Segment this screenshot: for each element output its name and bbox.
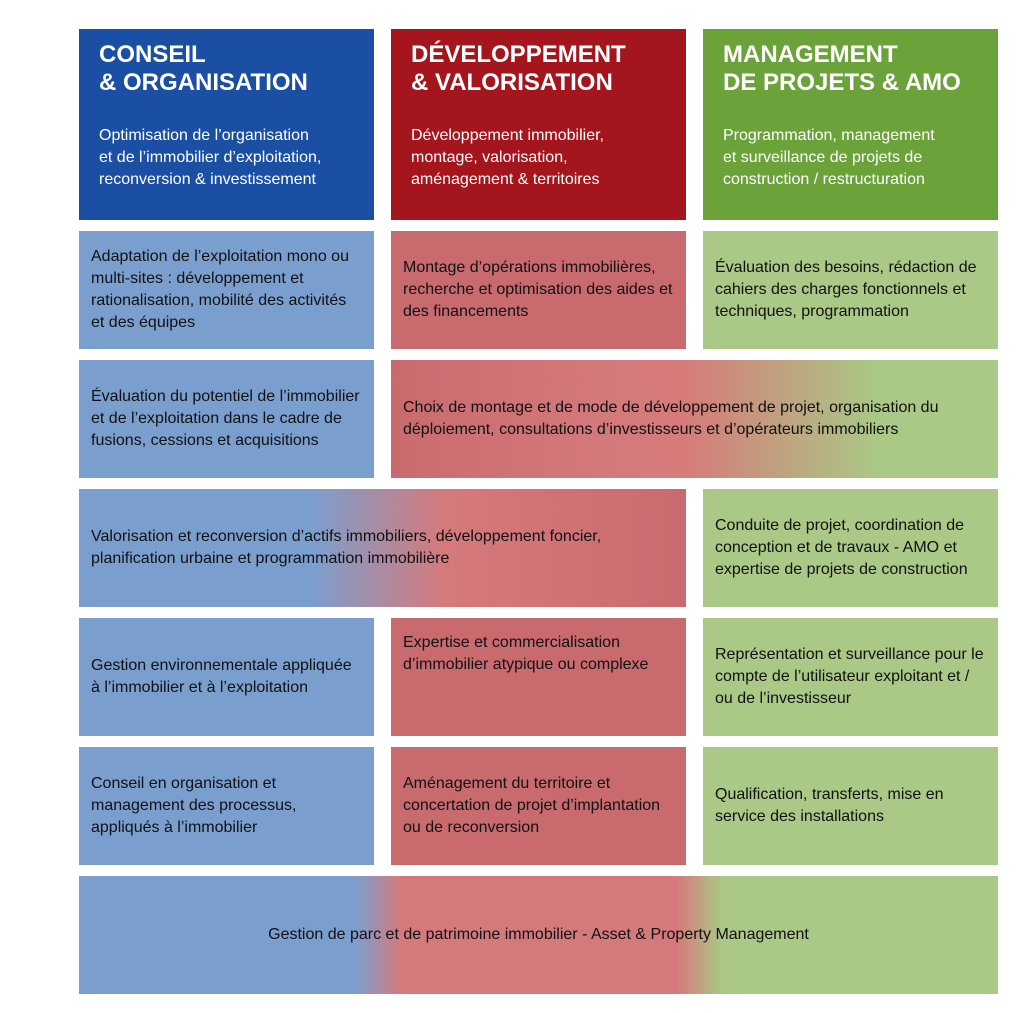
cell-r6-all-text: Gestion de parc et de patrimoine immobil…: [268, 926, 809, 943]
cell-r2-developpement-management-text: Choix de montage et de mode de développe…: [403, 399, 939, 438]
header-management-title: MANAGEMENT DE PROJETS & AMO: [723, 41, 961, 96]
header-conseil-title: CONSEIL & ORGANISATION: [99, 41, 308, 96]
header-developpement-subtitle: Développement immobilier, montage, valor…: [411, 127, 604, 188]
cell-r4-conseil-text: Gestion environnementale appliquée à l’i…: [91, 657, 352, 696]
cell-r4-developpement-text: Expertise et commercialisation d’immobil…: [403, 634, 649, 673]
cell-r5-management: Qualification, transferts, mise en servi…: [703, 747, 998, 865]
cell-r5-developpement: Aménagement du territoire et concertatio…: [391, 747, 686, 865]
cell-r4-management-text: Représentation et surveillance pour le c…: [715, 646, 984, 707]
cell-r1-developpement: Montage d’opérations immobilières, reche…: [391, 231, 686, 349]
cell-r4-conseil: Gestion environnementale appliquée à l’i…: [79, 618, 374, 736]
header-management-subtitle: Programmation, management et surveillanc…: [723, 127, 935, 188]
cell-r5-management-text: Qualification, transferts, mise en servi…: [715, 786, 944, 825]
cell-r5-conseil-text: Conseil en organisation et management de…: [91, 775, 297, 836]
header-developpement-title: DÉVELOPPEMENT & VALORISATION: [411, 41, 626, 96]
cell-r1-conseil-text: Adaptation de l’exploitation mono ou mul…: [91, 248, 349, 331]
cell-r1-management-text: Évaluation des besoins, rédaction de cah…: [715, 259, 977, 320]
cell-r5-conseil: Conseil en organisation et management de…: [79, 747, 374, 865]
cell-r3-management-text: Conduite de projet, coordination de conc…: [715, 517, 968, 578]
header-management: MANAGEMENT DE PROJETS & AMO Programmatio…: [703, 29, 998, 220]
cell-r2-conseil-text: Évaluation du potentiel de l’immobilier …: [91, 388, 360, 449]
cell-r1-management: Évaluation des besoins, rédaction de cah…: [703, 231, 998, 349]
cell-r2-developpement-management: Choix de montage et de mode de développe…: [391, 360, 998, 478]
cell-r3-management: Conduite de projet, coordination de conc…: [703, 489, 998, 607]
header-conseil: CONSEIL & ORGANISATION Optimisation de l…: [79, 29, 374, 220]
header-developpement: DÉVELOPPEMENT & VALORISATION Développeme…: [391, 29, 686, 220]
cell-r5-developpement-text: Aménagement du territoire et concertatio…: [403, 775, 661, 836]
cell-r2-conseil: Évaluation du potentiel de l’immobilier …: [79, 360, 374, 478]
cell-r4-developpement: Expertise et commercialisation d’immobil…: [391, 618, 686, 736]
cell-r3-conseil-developpement: Valorisation et reconversion d’actifs im…: [79, 489, 686, 607]
cell-r3-conseil-developpement-text: Valorisation et reconversion d’actifs im…: [91, 528, 602, 567]
cell-r1-conseil: Adaptation de l’exploitation mono ou mul…: [79, 231, 374, 349]
cell-r6-all: Gestion de parc et de patrimoine immobil…: [79, 876, 998, 994]
header-conseil-subtitle: Optimisation de l’organisation et de l’i…: [99, 127, 322, 188]
cell-r4-management: Représentation et surveillance pour le c…: [703, 618, 998, 736]
cell-r1-developpement-text: Montage d’opérations immobilières, reche…: [403, 259, 673, 320]
